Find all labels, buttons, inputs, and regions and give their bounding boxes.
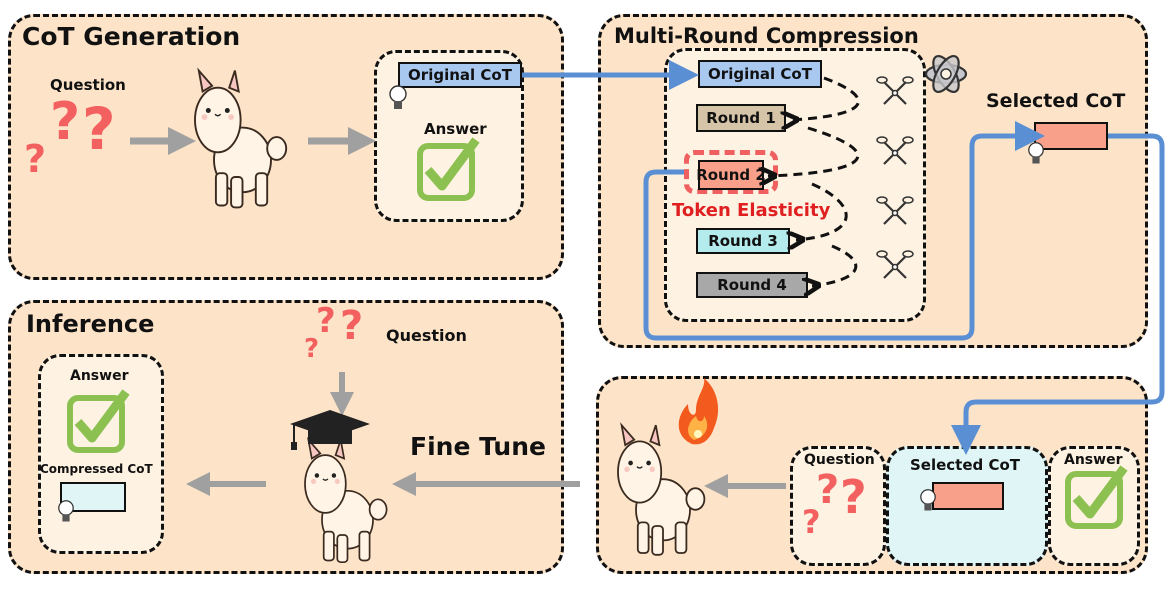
training-selected-cot-rect — [932, 482, 1004, 510]
compressed-cot-box — [60, 482, 126, 512]
training-selected-cot-label: Selected CoT — [910, 456, 1021, 474]
answer-label: Answer — [424, 120, 487, 138]
question-label: Question — [50, 76, 126, 94]
fine-tune-label: Fine Tune — [410, 432, 546, 461]
token-elasticity-label: Token Elasticity — [672, 200, 831, 221]
selected-cot-label: Selected CoT — [986, 90, 1126, 112]
round-4: Round 4 — [696, 272, 808, 298]
round-1: Round 1 — [696, 104, 786, 132]
question-marks-icon: ? ? ? — [24, 92, 116, 181]
original-cot-box: Original CoT — [398, 62, 522, 88]
cot-generation-title: CoT Generation — [22, 22, 241, 51]
question-marks-icon: ? ? ? — [802, 467, 867, 541]
inference-answer-label: Answer — [70, 368, 129, 384]
question-marks-icon: ? ? ? — [304, 301, 364, 364]
multi-round-title: Multi-Round Compression — [614, 24, 919, 48]
round-2: Round 2 — [696, 160, 766, 190]
training-answer-label: Answer — [1064, 452, 1123, 468]
compressed-cot-label: Compressed CoT — [40, 462, 153, 476]
training-question-label: Question — [804, 452, 875, 468]
inference-output-box — [38, 354, 164, 554]
round-original-cot: Original CoT — [698, 60, 822, 88]
inference-title: Inference — [26, 310, 155, 338]
selected-cot-box — [1034, 122, 1108, 150]
inference-question-label: Question — [386, 326, 467, 345]
round-3: Round 3 — [696, 228, 790, 254]
training-question-box — [790, 446, 886, 566]
